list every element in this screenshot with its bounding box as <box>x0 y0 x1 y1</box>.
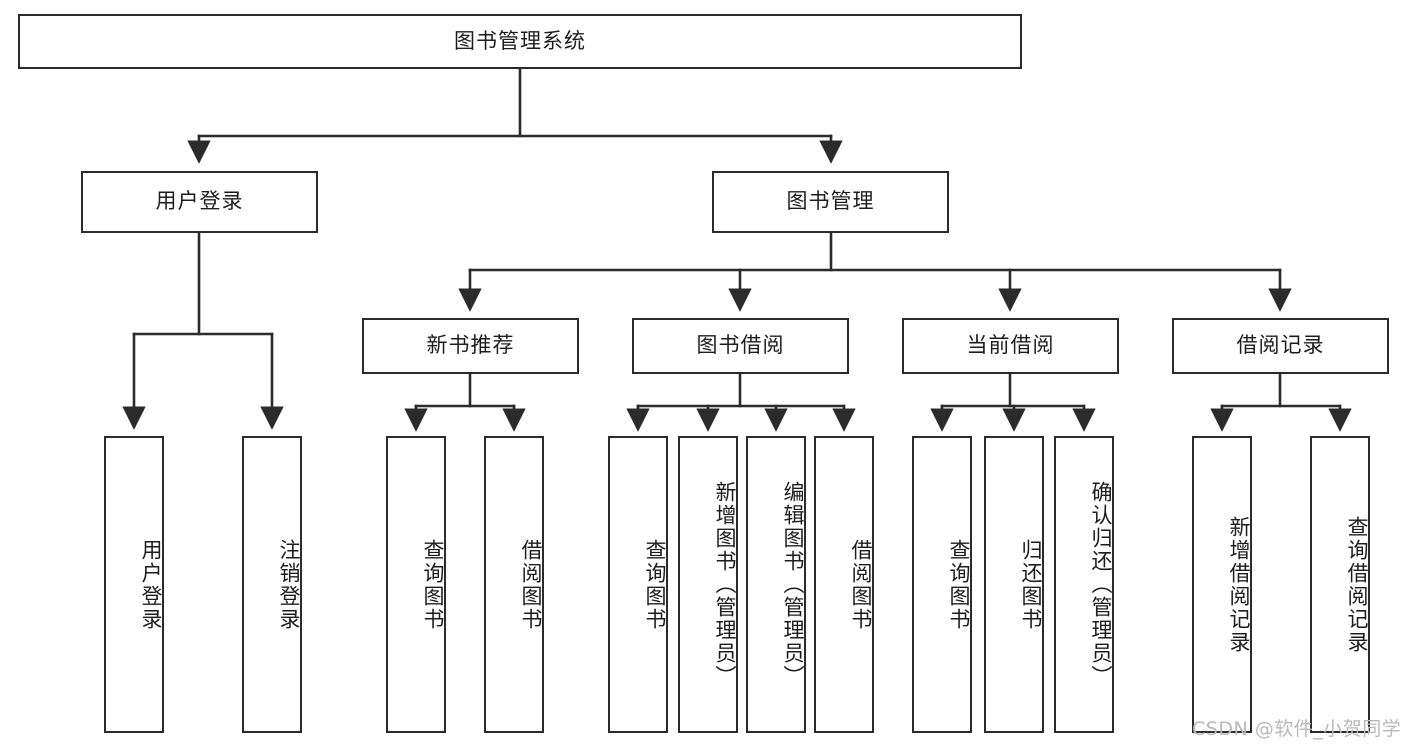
node-leaf-query-book-1-label: 查询图书 <box>421 538 445 631</box>
node-current-borrow-label: 当前借阅 <box>966 333 1055 358</box>
node-leaf-borrow-book-2[interactable]: 借阅图书 <box>814 436 874 733</box>
node-leaf-query-borrow-record-label: 查询借阅记录 <box>1345 515 1369 654</box>
node-leaf-add-book-admin[interactable]: 新增图书（管理员） <box>678 436 738 733</box>
node-leaf-query-book-1[interactable]: 查询图书 <box>386 436 446 733</box>
node-leaf-borrow-book-1[interactable]: 借阅图书 <box>484 436 544 733</box>
node-leaf-query-book-3[interactable]: 查询图书 <box>912 436 972 733</box>
node-borrow-record[interactable]: 借阅记录 <box>1172 318 1389 374</box>
node-leaf-add-book-admin-label: 新增图书（管理员） <box>713 481 737 688</box>
node-leaf-logout-login-label: 注销登录 <box>277 538 301 631</box>
node-leaf-confirm-return-admin-label: 确认归还（管理员） <box>1089 481 1113 688</box>
node-leaf-confirm-return-admin[interactable]: 确认归还（管理员） <box>1054 436 1114 733</box>
node-leaf-borrow-book-1-label: 借阅图书 <box>519 538 543 631</box>
node-current-borrow[interactable]: 当前借阅 <box>902 318 1119 374</box>
node-book-manage-label: 图书管理 <box>786 189 875 214</box>
node-leaf-edit-book-admin[interactable]: 编辑图书（管理员） <box>746 436 806 733</box>
csdn-watermark: CSDN @软件_小贺同学 <box>1192 718 1402 740</box>
node-book-borrow[interactable]: 图书借阅 <box>632 318 849 374</box>
node-leaf-add-borrow-record[interactable]: 新增借阅记录 <box>1192 436 1252 733</box>
node-user-login-label: 用户登录 <box>155 189 244 214</box>
node-leaf-add-borrow-record-label: 新增借阅记录 <box>1227 515 1251 654</box>
node-leaf-borrow-book-2-label: 借阅图书 <box>849 538 873 631</box>
node-leaf-user-login-label: 用户登录 <box>139 538 163 631</box>
node-root[interactable]: 图书管理系统 <box>18 14 1022 69</box>
node-root-label: 图书管理系统 <box>454 28 586 53</box>
node-leaf-query-book-2-label: 查询图书 <box>643 538 667 631</box>
node-book-manage[interactable]: 图书管理 <box>712 171 949 233</box>
node-leaf-logout-login[interactable]: 注销登录 <box>242 436 302 733</box>
node-new-book-recommend-label: 新书推荐 <box>426 333 515 358</box>
node-new-book-recommend[interactable]: 新书推荐 <box>362 318 579 374</box>
node-leaf-return-book[interactable]: 归还图书 <box>984 436 1044 733</box>
node-leaf-query-book-2[interactable]: 查询图书 <box>608 436 668 733</box>
node-borrow-record-label: 借阅记录 <box>1236 333 1325 358</box>
node-leaf-query-book-3-label: 查询图书 <box>947 538 971 631</box>
node-leaf-return-book-label: 归还图书 <box>1019 538 1043 631</box>
node-user-login[interactable]: 用户登录 <box>81 171 318 233</box>
node-leaf-query-borrow-record[interactable]: 查询借阅记录 <box>1310 436 1370 733</box>
node-leaf-user-login[interactable]: 用户登录 <box>104 436 164 733</box>
node-book-borrow-label: 图书借阅 <box>696 333 785 358</box>
node-leaf-edit-book-admin-label: 编辑图书（管理员） <box>781 481 805 688</box>
